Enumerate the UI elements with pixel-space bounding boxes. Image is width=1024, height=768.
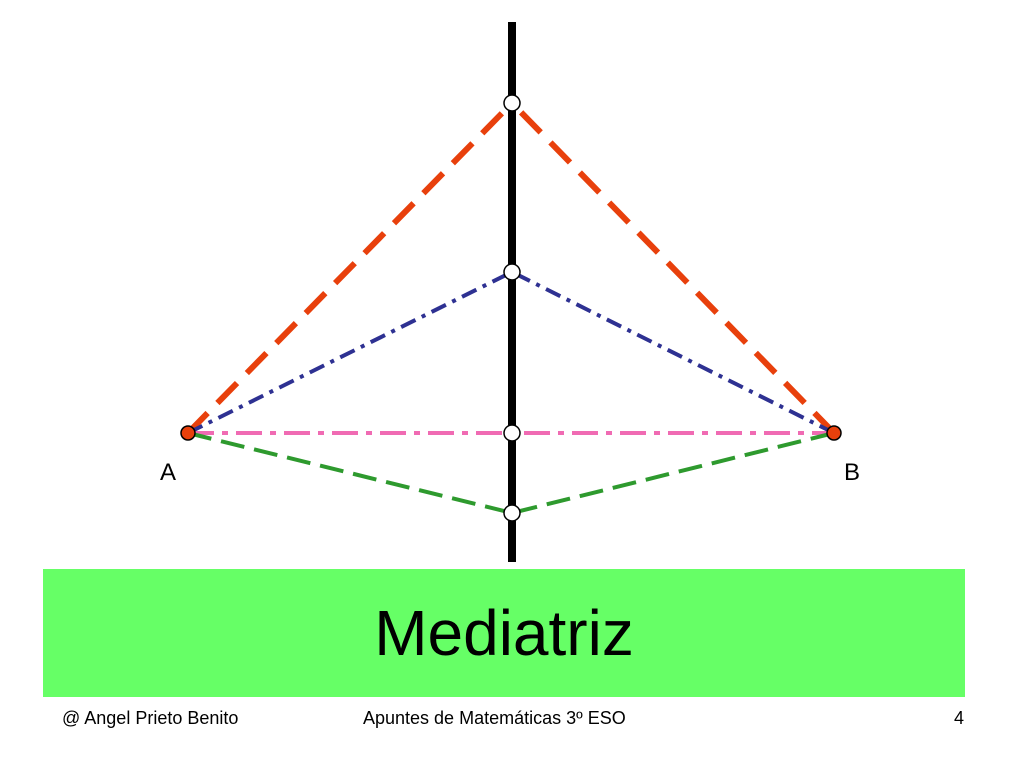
point-b	[826, 425, 842, 441]
bisector-point-top	[503, 94, 521, 112]
segment-b-to-lower-point	[511, 431, 835, 515]
segment-a-to-lower-point	[187, 431, 513, 515]
segment-a-to-top-point	[185, 100, 515, 436]
segment-a-to-upper-point	[187, 270, 513, 435]
segment-b-to-top-point	[509, 100, 837, 436]
point-a	[180, 425, 196, 441]
point-a-label: A	[160, 459, 176, 486]
bisector-point-lower	[503, 504, 521, 522]
footer-author: @ Angel Prieto Benito	[62, 708, 239, 728]
point-b-label: B	[844, 459, 860, 486]
footer-course: Apuntes de Matemáticas 3º ESO	[363, 708, 626, 728]
title-band: Mediatriz	[43, 569, 965, 697]
bisector-point-midpoint	[503, 424, 521, 442]
segment-b-to-upper-point	[511, 270, 835, 435]
slide-title: Mediatriz	[374, 597, 634, 669]
footer-page-number: 4	[953, 708, 964, 728]
bisector-point-upper	[503, 263, 521, 281]
